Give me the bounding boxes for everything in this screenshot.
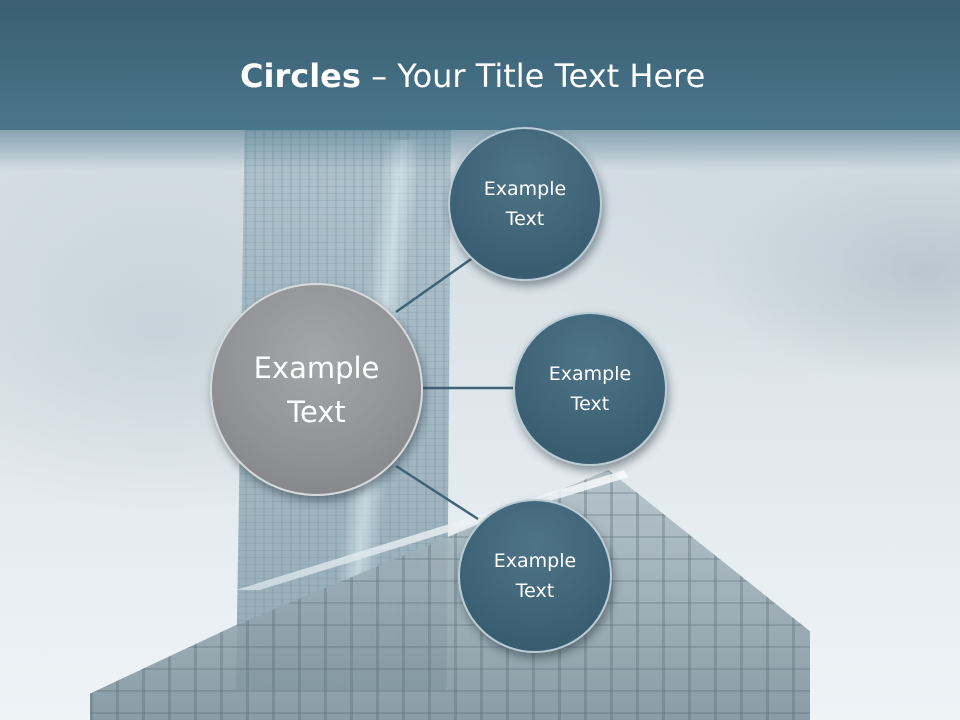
connector-line-bottom [395, 464, 479, 521]
connector-line-top [395, 255, 475, 314]
center-circle-label: Example Text [253, 350, 380, 429]
title-band: Circles – Your Title Text Here [0, 0, 960, 170]
node-circle-top[interactable]: Example Text [448, 127, 602, 281]
street-lamp [0, 645, 52, 668]
node-circle-label: Example Text [548, 363, 632, 415]
slide-title[interactable]: Circles – Your Title Text Here [240, 56, 705, 96]
title-rest-part: – Your Title Text Here [360, 57, 706, 95]
title-bold-part: Circles [240, 57, 361, 95]
node-circle-label: Example Text [493, 550, 577, 602]
node-circle-middle[interactable]: Example Text [513, 312, 667, 466]
node-circle-label: Example Text [483, 178, 567, 230]
center-circle[interactable]: Example Text [210, 283, 423, 496]
node-circle-bottom[interactable]: Example Text [458, 499, 612, 653]
